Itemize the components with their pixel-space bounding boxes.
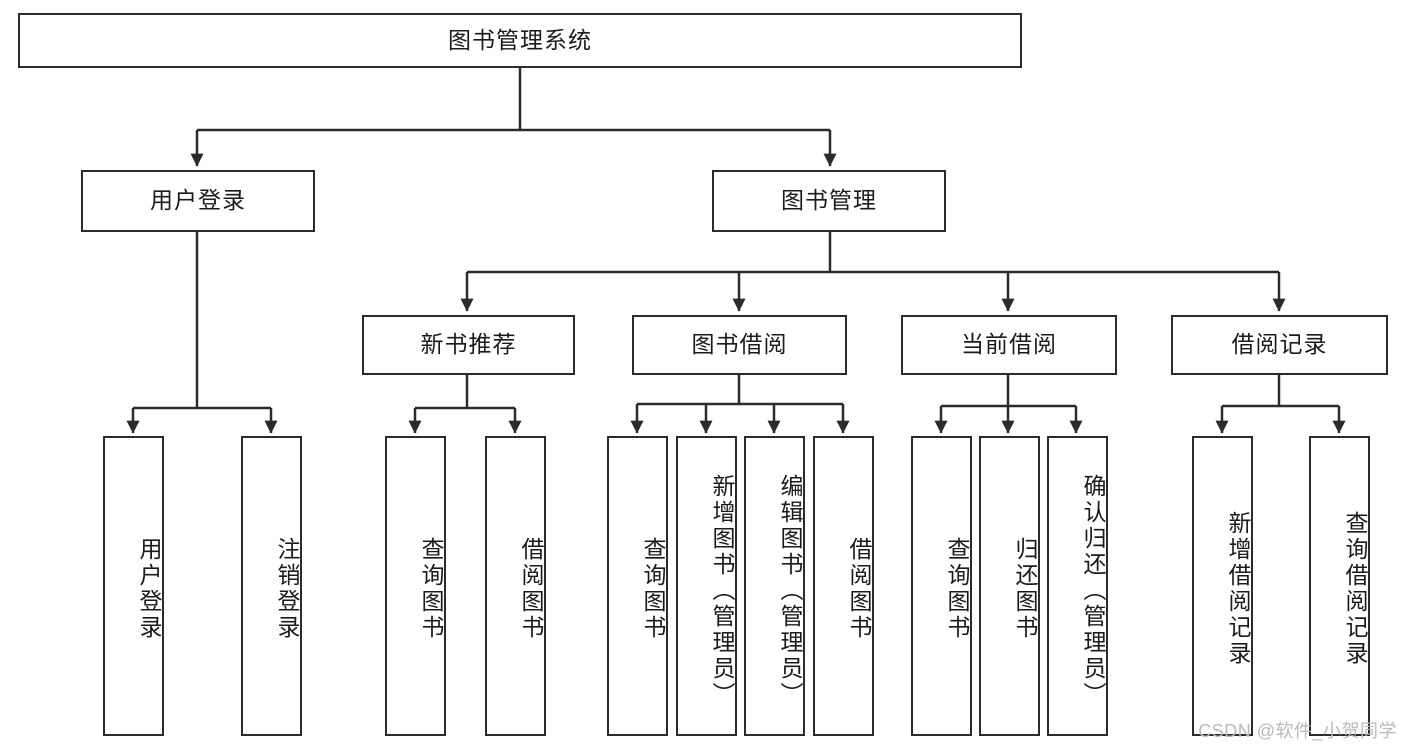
- leaf-book-borrow-edit-book-admin[interactable]: 编辑图书（管理员）: [744, 436, 805, 736]
- leaf-user-login-logout[interactable]: 注销登录: [241, 436, 302, 736]
- node-book-management[interactable]: 图书管理: [712, 170, 946, 232]
- leaf-book-borrow-borrow-book[interactable]: 借阅图书: [813, 436, 874, 736]
- node-root-book-management-system[interactable]: 图书管理系统: [18, 13, 1022, 68]
- leaf-current-borrow-return-book[interactable]: 归还图书: [979, 436, 1040, 736]
- leaf-current-borrow-confirm-return-admin[interactable]: 确认归还（管理员）: [1047, 436, 1108, 736]
- csdn-watermark: CSDN @软件_小贺同学: [1198, 721, 1397, 741]
- leaf-book-borrow-add-book-admin[interactable]: 新增图书（管理员）: [676, 436, 737, 736]
- node-new-book-recommend[interactable]: 新书推荐: [362, 315, 575, 375]
- node-book-borrow[interactable]: 图书借阅: [632, 315, 847, 375]
- leaf-borrow-record-add-record[interactable]: 新增借阅记录: [1192, 436, 1253, 736]
- leaf-book-borrow-query-book[interactable]: 查询图书: [607, 436, 668, 736]
- node-user-login[interactable]: 用户登录: [81, 170, 315, 232]
- leaf-borrow-record-query-record[interactable]: 查询借阅记录: [1309, 436, 1370, 736]
- node-current-borrow[interactable]: 当前借阅: [901, 315, 1117, 375]
- leaf-user-login-login[interactable]: 用户登录: [103, 436, 164, 736]
- leaf-current-borrow-query-book[interactable]: 查询图书: [911, 436, 972, 736]
- leaf-new-book-borrow-book[interactable]: 借阅图书: [485, 436, 546, 736]
- node-borrow-record[interactable]: 借阅记录: [1171, 315, 1388, 375]
- leaf-new-book-query-book[interactable]: 查询图书: [385, 436, 446, 736]
